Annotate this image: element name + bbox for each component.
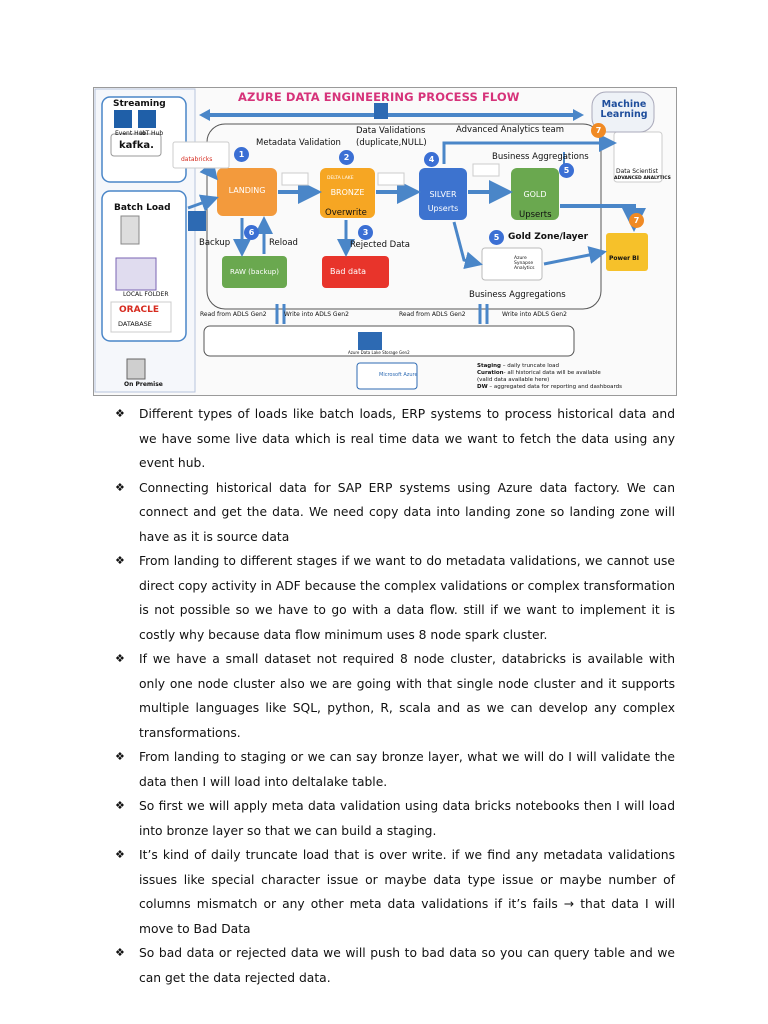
bad-data-label: Bad data	[329, 267, 367, 276]
power-bi-label: Power BI	[609, 255, 639, 262]
step-3-badge: 3	[358, 225, 373, 240]
advanced-analytics-label: ADVANCED ANALYTICS	[614, 176, 671, 181]
bullet-marker: ❖	[115, 946, 125, 959]
data-validations-sub: (duplicate,NULL)	[356, 138, 427, 148]
read-adls-2: Read from ADLS Gen2	[399, 311, 466, 318]
list-item-text: Different types of loads like batch load…	[139, 407, 675, 470]
list-item-text: From landing to different stages if we w…	[139, 554, 675, 642]
storage-box	[203, 325, 575, 357]
step-6-badge: 6	[244, 225, 259, 240]
kafka-label: kafka.	[119, 140, 154, 151]
list-item: ❖ It’s kind of daily truncate load that i…	[115, 843, 675, 941]
oracle-label: ORACLE	[119, 305, 160, 315]
databricks-logo-box	[172, 141, 230, 169]
write-adls-1: Write into ADLS Gen2	[284, 311, 349, 318]
legend-dw: DW – aggregated data for reporting and d…	[477, 384, 622, 390]
silver-box	[419, 168, 467, 220]
read-adls-1: Read from ADLS Gen2	[200, 311, 267, 318]
metadata-validation-label: Metadata Validation	[256, 138, 341, 148]
list-item-text: So first we will apply meta data validat…	[139, 799, 675, 838]
silver-upserts-label: Upserts	[427, 204, 459, 213]
bullet-marker: ❖	[115, 750, 125, 763]
on-premise-label: On Premise	[124, 381, 163, 388]
pipeline-region	[206, 123, 602, 310]
step-1-badge: 1	[234, 147, 249, 162]
landing-box	[217, 168, 277, 216]
process-flow-diagram: AZURE DATA ENGINEERING PROCESS FLOW Stre…	[93, 87, 677, 396]
bullet-marker: ❖	[115, 848, 125, 861]
data-scientist-label: Data Scientist	[616, 168, 658, 175]
streaming-label: Streaming	[113, 99, 166, 109]
factory-icon	[188, 211, 206, 231]
gold-box	[511, 168, 559, 220]
list-item: ❖ Connecting historical data for SAP ERP …	[115, 476, 675, 550]
list-item: ❖ From landing to staging or we can say b…	[115, 745, 675, 794]
raw-backup-box	[222, 256, 287, 288]
power-bi-box	[606, 233, 648, 271]
list-item-text: It’s kind of daily truncate load that is…	[139, 848, 675, 936]
databricks-label: databricks	[181, 156, 213, 163]
database-label: DATABASE	[118, 320, 152, 328]
storage-label: Azure Data Lake Storage Gen2	[348, 350, 410, 355]
list-item-text: If we have a small dataset not required …	[139, 652, 675, 740]
azure-synapse-label: Azure Synapse Analytics	[514, 256, 535, 271]
list-item-text: From landing to staging or we can say br…	[139, 750, 675, 789]
list-item: ❖ From landing to different stages if we …	[115, 549, 675, 647]
backup-label: Backup	[199, 238, 231, 248]
bronze-label: BRONZE	[330, 188, 365, 197]
adls-icon	[358, 332, 382, 350]
step-5-badge-a: 5	[559, 163, 574, 178]
azure-label: Microsoft Azure	[379, 372, 418, 378]
list-item: ❖ So bad data or rejected data we will pu…	[115, 941, 675, 990]
data-validations-label: Data Validations	[356, 126, 426, 136]
bullet-marker: ❖	[115, 407, 125, 420]
reload-label: Reload	[269, 238, 298, 248]
bad-data-box	[322, 256, 389, 288]
delta-lake-label: DELTA LAKE	[327, 176, 354, 181]
legend-curation: Curation- all historical data will be av…	[477, 370, 601, 376]
landing-label: LANDING	[228, 186, 266, 195]
gold-label: GOLD	[523, 190, 547, 199]
gold-upserts-label: Upserts	[519, 210, 552, 220]
gold-zone-label: Gold Zone/layer	[508, 232, 589, 242]
adf-icon	[374, 103, 388, 119]
event-hub-label: Event Hub	[115, 130, 147, 137]
azure-logo-box	[356, 362, 418, 390]
list-item: ❖ Different types of loads like batch loa…	[115, 402, 675, 476]
bullet-marker: ❖	[115, 799, 125, 812]
machine-learning-label: Machine Learning	[600, 99, 648, 120]
batch-load-label: Batch Load	[114, 203, 171, 213]
advanced-analytics-team-label: Advanced Analytics team	[456, 125, 565, 135]
list-item: ❖ If we have a small dataset not required…	[115, 647, 675, 745]
step-7-badge-b: 7	[629, 213, 644, 228]
bullet-list: ❖ Different types of loads like batch loa…	[115, 402, 675, 990]
bullet-marker: ❖	[115, 652, 125, 665]
list-item: ❖ So first we will apply meta data valida…	[115, 794, 675, 843]
bullet-marker: ❖	[115, 554, 125, 567]
diagram-graphics	[94, 88, 663, 393]
bronze-box	[320, 168, 375, 218]
list-item-text: So bad data or rejected data we will pus…	[139, 946, 675, 985]
overwrite-label: Overwrite	[325, 208, 367, 218]
silver-label: SILVER	[429, 190, 457, 199]
diagram-title: AZURE DATA ENGINEERING PROCESS FLOW	[238, 90, 520, 104]
step-7-badge-a: 7	[591, 123, 606, 138]
business-aggregations-bottom: Business Aggregations	[469, 290, 566, 300]
local-folder-label: LOCAL FOLDER	[123, 291, 169, 298]
step-5-badge-b: 5	[489, 230, 504, 245]
step-2-badge: 2	[339, 150, 354, 165]
step-4-badge: 4	[424, 152, 439, 167]
machine-learning-cloud	[591, 91, 655, 133]
write-adls-2: Write into ADLS Gen2	[502, 311, 567, 318]
business-aggregations-top: Business Aggregations	[492, 152, 589, 162]
list-item-text: Connecting historical data for SAP ERP s…	[139, 480, 675, 544]
raw-backup-label: RAW (backup)	[230, 268, 279, 276]
bullet-marker: ❖	[115, 480, 125, 494]
iot-hub-label: IoT Hub	[140, 130, 164, 137]
legend-curation-sub: (valid data available here)	[477, 377, 550, 383]
legend-staging: Staging – daily truncate load	[477, 363, 559, 369]
rejected-data-label: Rejected Data	[350, 240, 410, 250]
